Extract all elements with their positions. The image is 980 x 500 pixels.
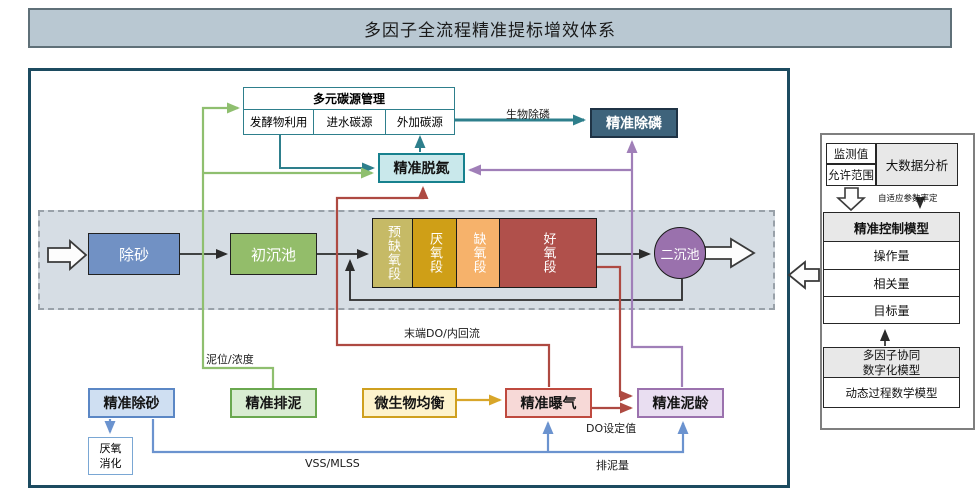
line-vss-bus (151, 419, 689, 454)
panel-to-diagram-arrow (787, 260, 820, 290)
grit-removal-box: 除砂 (88, 233, 180, 275)
return-sludge-line (345, 259, 683, 301)
outflow-arrow (704, 237, 756, 269)
line-discharge-to-carbon-table (201, 102, 275, 389)
multifactor-model-box: 多因子协同 数字化模型 (823, 347, 960, 378)
sludge-level-label: 泥位/浓度 (206, 353, 254, 366)
phosphorus-module: 精准除磷 (590, 108, 678, 138)
denitrify-module: 精准脱氮 (378, 153, 465, 183)
line-ferment-to-denitrify (279, 132, 375, 174)
grit-module: 精准除砂 (88, 388, 175, 418)
aerobic-segment: 好氧段 (500, 218, 597, 288)
srt-module: 精准泥龄 (637, 388, 724, 418)
title-bar: 多因子全流程精准提标增效体系 (28, 8, 952, 48)
carbon-table-header: 多元碳源管理 (244, 88, 454, 110)
panel-down-arrow (835, 187, 867, 212)
manipulated-variable-box: 操作量 (823, 242, 960, 270)
do-setpoint-label: DO设定值 (586, 422, 637, 435)
pre-anoxic-segment: 预缺氧段 (372, 218, 413, 288)
target-variable-box: 目标量 (823, 297, 960, 324)
related-variable-box: 相关量 (823, 270, 960, 297)
adaptive-calibration-label: 自适应参数率定 (878, 194, 938, 204)
carbon-cell-influent: 进水碳源 (313, 110, 384, 134)
anaerobic-digestion-box: 厌氧消化 (88, 437, 133, 475)
end-do-label: 末端DO/内回流 (404, 327, 480, 340)
anoxic-segment: 缺氧段 (457, 218, 500, 288)
inflow-arrow (47, 239, 88, 271)
control-model-box: 精准控制模型 (823, 212, 960, 242)
aeration-module: 精准曝气 (505, 388, 592, 418)
line-aerobic-to-srt (597, 265, 633, 402)
secondary-clarifier-circle: 二沉池 (654, 227, 706, 279)
sludge-amount-label: 排泥量 (596, 459, 629, 472)
microbial-balance-module: 微生物均衡 (362, 388, 457, 418)
vss-mlss-label: VSS/MLSS (305, 457, 360, 470)
carbon-cell-ferment: 发酵物利用 (249, 115, 308, 129)
bigdata-analysis-box: 大数据分析 (876, 143, 958, 186)
sludge-discharge-module: 精准排泥 (230, 388, 317, 418)
primary-clarifier-box: 初沉池 (230, 233, 317, 275)
dynamic-model-box: 动态过程数学模型 (823, 378, 960, 408)
carbon-source-table: 多元碳源管理 发酵物利用 进水碳源 外加碳源 (243, 87, 455, 135)
anaerobic-segment: 厌氧段 (413, 218, 457, 288)
bio-phosphorus-label: 生物除磷 (506, 108, 550, 121)
line-srt-to-phosphorus (626, 140, 684, 387)
line-aeration-to-denitrify (335, 186, 551, 387)
monitor-value-box: 监测值 (826, 143, 876, 164)
allowed-range-box: 允许范围 (826, 164, 876, 186)
carbon-cell-external: 外加碳源 (384, 110, 454, 134)
page-title: 多因子全流程精准提标增效体系 (364, 20, 616, 41)
